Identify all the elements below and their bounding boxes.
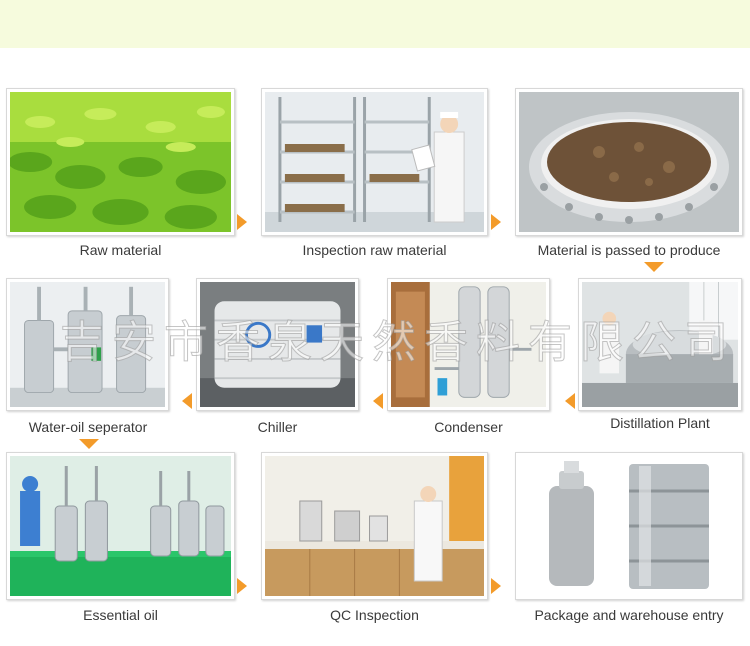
- arrow-right-icon: [491, 578, 501, 594]
- caption-essential-oil: Essential oil: [83, 607, 158, 623]
- caption-raw-material: Raw material: [79, 242, 162, 258]
- caption-inspection-raw-material: Inspection raw material: [302, 242, 447, 258]
- photo-package-warehouse: [515, 452, 743, 600]
- photo-inspection-raw-material: [261, 88, 488, 236]
- arrow-right-icon: [237, 214, 247, 230]
- photo-essential-oil: [6, 452, 235, 600]
- photo-raw-material: [6, 88, 235, 236]
- caption-chiller: Chiller: [257, 419, 298, 435]
- caption-qc-inspection: QC Inspection: [330, 607, 419, 623]
- arrow-down-icon: [644, 262, 664, 272]
- arrow-left-icon: [182, 393, 192, 409]
- arrow-right-icon: [491, 214, 501, 230]
- caption-package-warehouse: Package and warehouse entry: [534, 607, 724, 623]
- arrow-left-icon: [565, 393, 575, 409]
- caption-material-passed: Material is passed to produce: [537, 242, 721, 258]
- arrow-down-icon: [79, 439, 99, 449]
- photo-water-oil-seperator: [6, 278, 169, 411]
- caption-water-oil-seperator: Water-oil seperator: [28, 419, 148, 435]
- arrow-left-icon: [373, 393, 383, 409]
- photo-material-passed: [515, 88, 743, 236]
- arrow-right-icon: [237, 578, 247, 594]
- photo-chiller: [196, 278, 359, 411]
- photo-distillation-plant: [578, 278, 742, 411]
- photo-condenser: [387, 278, 550, 411]
- top-band: [0, 0, 750, 48]
- photo-qc-inspection: [261, 452, 488, 600]
- caption-distillation-plant: Distillation Plant: [610, 415, 710, 431]
- caption-condenser: Condenser: [434, 419, 503, 435]
